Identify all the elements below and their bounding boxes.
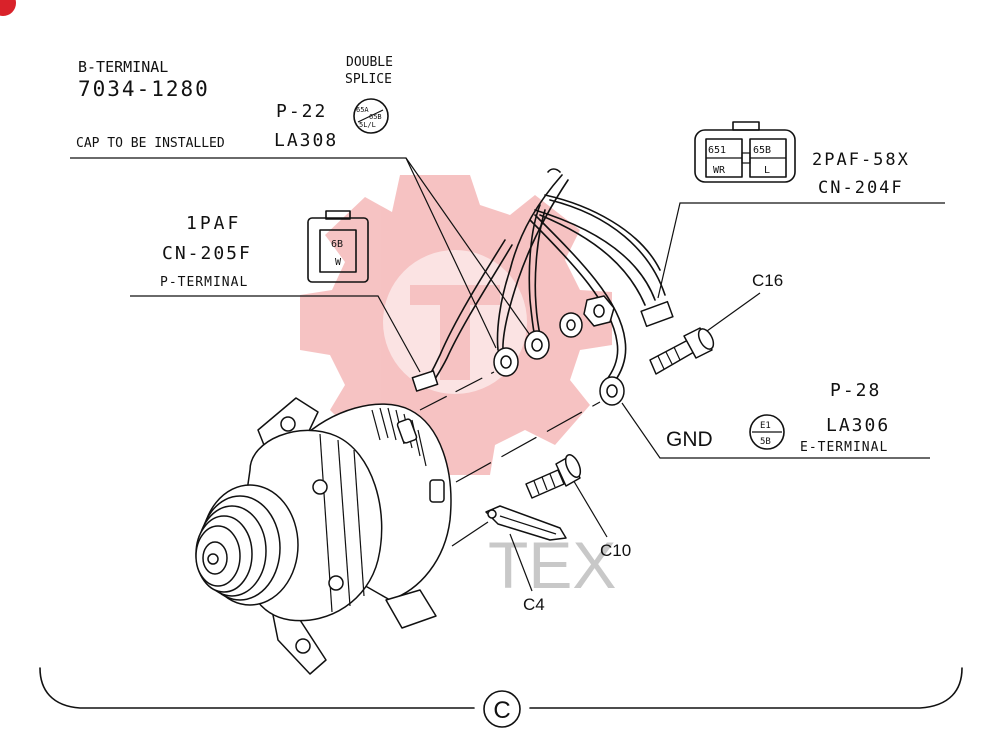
double-splice-symbol: 65A 65B 5L/L xyxy=(353,98,389,134)
b-terminal-label: B-TERMINAL xyxy=(78,58,168,76)
connector-2paf-symbol: 651 65B WR L xyxy=(694,121,796,183)
svg-text:65A: 65A xyxy=(356,106,369,114)
svg-text:65B: 65B xyxy=(753,145,771,156)
assembly-guide-1 xyxy=(419,371,495,411)
corner-badge xyxy=(0,0,16,16)
e-terminal-ring xyxy=(599,376,625,406)
cn204f-label: CN-204F xyxy=(818,178,904,198)
bolt-c10 xyxy=(525,454,582,499)
bracket-c4 xyxy=(485,505,567,541)
cap-installed-label: CAP TO BE INSTALLED xyxy=(76,136,225,151)
1paf-label: 1PAF xyxy=(186,213,241,234)
group-marker: C xyxy=(483,690,521,728)
svg-text:C: C xyxy=(493,697,510,724)
svg-text:5B: 5B xyxy=(760,437,771,447)
svg-text:W: W xyxy=(335,257,342,268)
c10-label: C10 xyxy=(600,541,631,560)
p28-label: P-28 xyxy=(830,380,881,401)
nut-washer xyxy=(559,295,615,338)
c4-leader xyxy=(509,533,533,592)
p-terminal-plug xyxy=(411,370,439,392)
e-terminal-leader xyxy=(621,402,930,459)
c10-leader xyxy=(571,477,608,538)
watermark-logo xyxy=(300,175,612,475)
svg-text:L: L xyxy=(764,165,770,176)
group-brace-right xyxy=(529,667,963,709)
assembly-guide-3 xyxy=(451,521,489,547)
group-brace xyxy=(39,667,475,709)
svg-text:651: 651 xyxy=(708,145,726,156)
connector-1paf-symbol: 6B W xyxy=(307,210,369,283)
svg-text:E1: E1 xyxy=(760,421,771,431)
c16-leader xyxy=(699,292,761,337)
svg-text:5L/L: 5L/L xyxy=(359,121,376,129)
gnd-label: GND xyxy=(666,428,713,451)
gnd-circle-symbol: E1 5B xyxy=(749,414,785,450)
e-terminal-label: E-TERMINAL xyxy=(800,440,888,455)
la306-label: LA306 xyxy=(826,415,890,436)
cn204f-leader xyxy=(657,202,945,299)
cn204f-plug xyxy=(640,300,674,328)
la308-label: LA308 xyxy=(274,130,338,151)
c4-label: C4 xyxy=(523,595,545,614)
p22-label: P-22 xyxy=(276,101,327,122)
p-terminal-label: P-TERMINAL xyxy=(160,275,248,290)
svg-text:6B: 6B xyxy=(331,239,343,250)
la308-leader-branch xyxy=(405,157,533,339)
assembly-guide-2 xyxy=(455,401,601,483)
svg-text:WR: WR xyxy=(713,165,726,176)
double-label: DOUBLE xyxy=(346,55,393,70)
cn205f-label: CN-205F xyxy=(162,243,252,264)
alternator xyxy=(195,397,452,675)
svg-text:65B: 65B xyxy=(369,113,382,121)
c16-label: C16 xyxy=(752,271,783,290)
wire-harness xyxy=(425,168,666,386)
bolt-c16 xyxy=(649,327,715,375)
splice-label: SPLICE xyxy=(345,72,392,87)
b-terminal-rings xyxy=(493,330,550,377)
cn205f-leader xyxy=(130,295,421,373)
connector-2paf-label: 2PAF-58X xyxy=(812,150,910,170)
b-terminal-part-number: 7034-1280 xyxy=(78,77,210,101)
